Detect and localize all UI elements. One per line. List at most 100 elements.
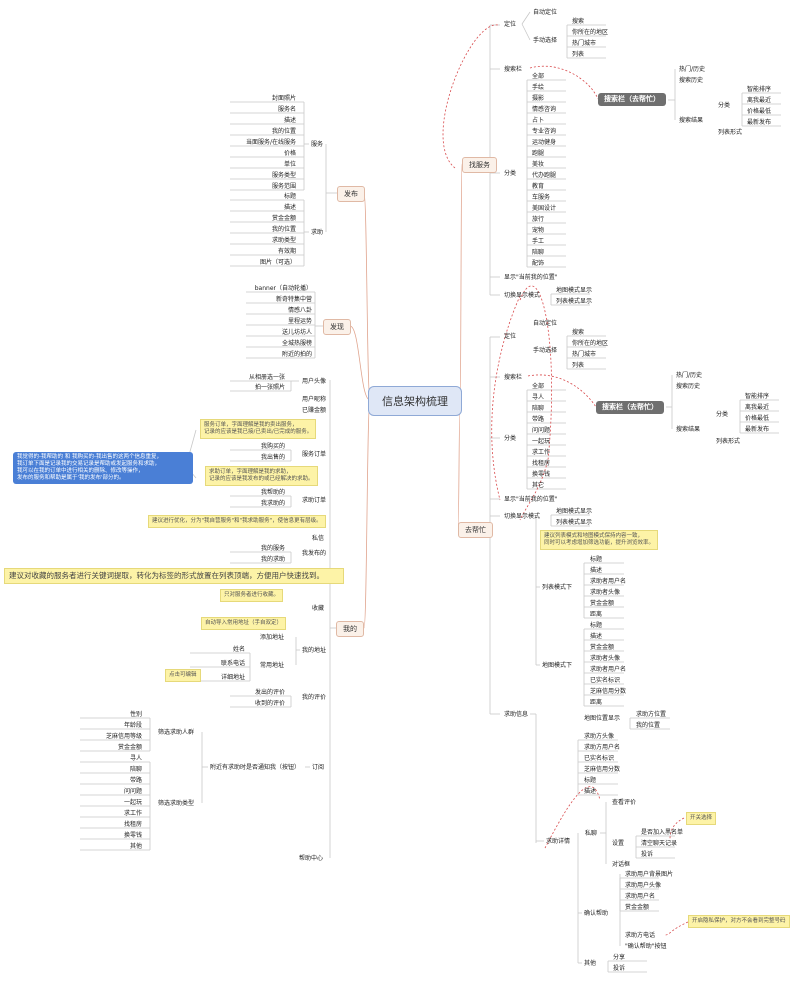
list-item: 陪聊 bbox=[129, 766, 142, 773]
list-item: 描述 bbox=[283, 117, 296, 124]
confirm-button: "确认帮助"按钮 bbox=[625, 943, 667, 950]
list-item: 我购买的 bbox=[260, 443, 285, 450]
help-detail-info: 求助信息 bbox=[504, 711, 529, 718]
connector bbox=[521, 11, 531, 25]
list-item: 标题 bbox=[590, 556, 603, 563]
relationship-line bbox=[442, 24, 499, 169]
list-item: 赏金金额 bbox=[271, 215, 296, 222]
list-item: 收到的评价 bbox=[254, 700, 285, 707]
list-item: banner（自动轮播） bbox=[254, 285, 312, 292]
list-item: 专业咨询 bbox=[532, 128, 557, 135]
settings: 设置 bbox=[612, 840, 625, 847]
help-hot-history: 热门/历史 bbox=[676, 372, 703, 379]
list-item: 标题 bbox=[584, 777, 597, 784]
list-item: 标题 bbox=[283, 193, 296, 200]
list-item: 封面照片 bbox=[271, 95, 296, 102]
branch-help-others[interactable]: 去帮忙 bbox=[458, 522, 493, 538]
branch-connector bbox=[457, 407, 461, 530]
big-note: 建议对收藏的服务者进行关键词提取，转化为标签的形式放置在列表顶端，方便用户快速找… bbox=[4, 568, 344, 584]
my-publish: 我发布的 bbox=[302, 550, 327, 557]
list-item: 换零钱 bbox=[123, 832, 142, 839]
list-item: 全部 bbox=[532, 383, 545, 390]
publish-request: 求助 bbox=[311, 229, 324, 236]
list-item: 新奇特集中营 bbox=[275, 296, 312, 303]
list-item: 当面服务/在线服务 bbox=[245, 139, 296, 146]
list-item: 拍一张照片 bbox=[254, 384, 285, 391]
list-item: 运动健身 bbox=[532, 139, 557, 146]
list-item: 换零钱 bbox=[532, 471, 551, 478]
help-search-results: 搜索结果 bbox=[676, 426, 701, 433]
list-item: 投诉 bbox=[613, 965, 626, 972]
list-item: 旅行 bbox=[532, 216, 545, 223]
list-item: 性别 bbox=[129, 711, 142, 718]
list-item: 单位 bbox=[283, 161, 296, 168]
manual-select: 手动选择 bbox=[533, 37, 558, 44]
mine-avatar: 用户头像 bbox=[302, 378, 327, 385]
list-item: 描述 bbox=[283, 204, 296, 211]
list-item: 联系电话 bbox=[220, 660, 245, 667]
help-manual-select: 手动选择 bbox=[533, 347, 558, 354]
list-item: 最新发布 bbox=[745, 426, 770, 433]
auto-locate: 自动定位 bbox=[533, 9, 558, 16]
list-item: 求助者头像 bbox=[590, 655, 621, 662]
list-item: 列表模式显示 bbox=[556, 298, 593, 305]
list-item: 找租房 bbox=[123, 821, 142, 828]
list-item: 已实名标识 bbox=[590, 677, 621, 684]
list-item: 价格最低 bbox=[745, 415, 770, 422]
search-bar-tag[interactable]: 搜索栏（去帮忙） bbox=[598, 93, 666, 106]
help-search-tag[interactable]: 搜索栏（去帮忙） bbox=[596, 401, 664, 414]
list-item: 有效期 bbox=[277, 248, 296, 255]
list-item: 发出的评价 bbox=[254, 689, 285, 696]
list-item: 求助用户头像 bbox=[625, 882, 662, 889]
list-item: 列表 bbox=[572, 51, 585, 58]
list-item: 里程运势 bbox=[287, 318, 312, 325]
help-show-near: 显示"当前我的位置" bbox=[504, 496, 558, 503]
list-item: 我的位置 bbox=[636, 722, 661, 729]
list-item: 赏金金额 bbox=[590, 600, 615, 607]
list-item: 求助者用户名 bbox=[590, 578, 627, 585]
branch-publish[interactable]: 发布 bbox=[337, 186, 365, 202]
branch-find-service[interactable]: 找服务 bbox=[462, 157, 497, 173]
list-item: 搜索 bbox=[572, 329, 585, 336]
categories-label: 分类 bbox=[504, 170, 517, 177]
list-item: 美妆 bbox=[532, 161, 545, 168]
switch-note: 开关选择 bbox=[686, 812, 717, 825]
list-item: 赏金金额 bbox=[117, 744, 142, 751]
connector bbox=[521, 23, 531, 41]
list-item: 美国设计 bbox=[532, 205, 557, 212]
branch-discover[interactable]: 发现 bbox=[323, 319, 351, 335]
map-location: 地图位置显示 bbox=[584, 715, 621, 722]
relationship-line bbox=[529, 65, 599, 100]
list-item: 服务范围 bbox=[271, 183, 296, 190]
others: 其他 bbox=[584, 960, 597, 967]
list-item: 送儿坊坊人 bbox=[281, 329, 312, 336]
list-item: 姓名 bbox=[232, 646, 245, 653]
help-center: 帮助中心 bbox=[299, 855, 324, 862]
list-item: 带路 bbox=[129, 777, 142, 784]
branch-connector bbox=[349, 325, 371, 401]
list-item: 我的求助 bbox=[260, 556, 285, 563]
collect-note: 只对服务者进行收藏。 bbox=[220, 589, 284, 602]
list-item: 离我最近 bbox=[745, 404, 770, 411]
list-item: 距离 bbox=[590, 699, 603, 706]
list-item: 列表 bbox=[572, 362, 585, 369]
central-topic[interactable]: 信息架构梳理 bbox=[368, 386, 462, 416]
relationship-line bbox=[544, 786, 601, 849]
list-item: 其他 bbox=[129, 843, 142, 850]
collect: 收藏 bbox=[312, 605, 325, 612]
list-item: 描述 bbox=[590, 633, 603, 640]
list-item: 清空聊天记录 bbox=[641, 840, 678, 847]
help-auto-locate: 自动定位 bbox=[533, 320, 558, 327]
list-item: 详细地址 bbox=[220, 674, 245, 681]
relationship-line bbox=[669, 817, 685, 841]
branch-mine[interactable]: 我的 bbox=[336, 621, 364, 637]
confirm-help: 确认帮助 bbox=[584, 910, 609, 917]
list-item: 图片（可选） bbox=[259, 259, 296, 266]
list-item: 求助类型 bbox=[271, 237, 296, 244]
list-item: 地图模式显示 bbox=[556, 287, 593, 294]
subscribe-item: 附近有求助时是否通知我（按钮） bbox=[210, 764, 301, 771]
list-item: 情感咨询 bbox=[532, 106, 557, 113]
map-mode: 地图模式下 bbox=[542, 662, 573, 669]
list-item: 我的服务 bbox=[260, 545, 285, 552]
list-item: 一起玩 bbox=[532, 438, 551, 445]
